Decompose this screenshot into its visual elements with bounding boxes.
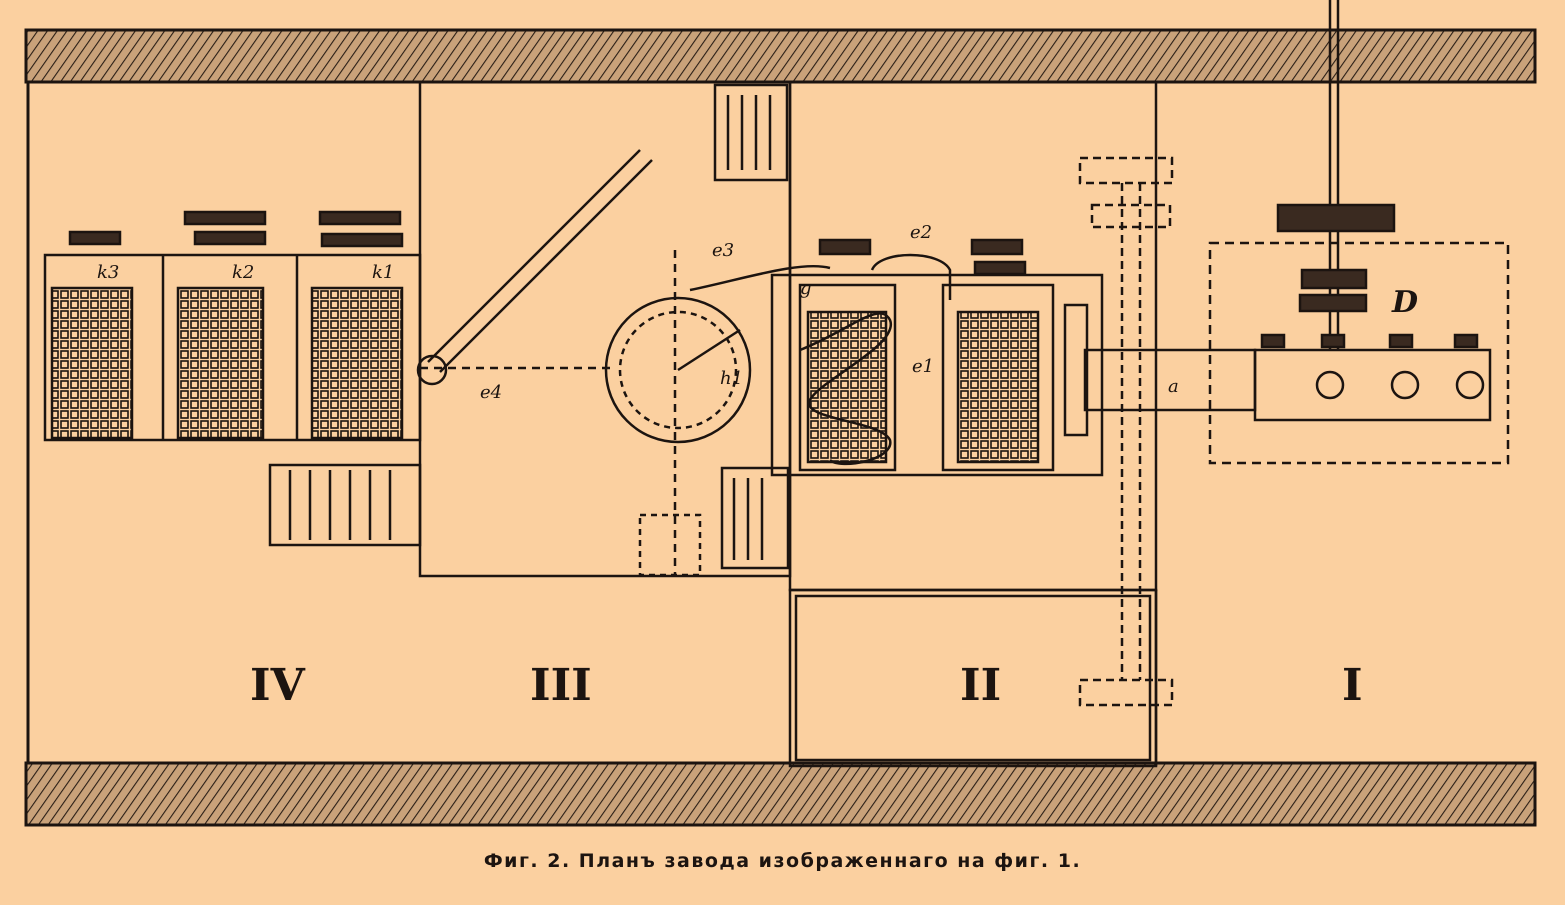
label-k1: k1 (372, 262, 394, 283)
staircase-upper (713, 83, 789, 182)
staircase-lower (720, 466, 790, 570)
room-label-iv: IV (250, 660, 306, 711)
label-d: D (1391, 285, 1418, 320)
bottom-wall (24, 761, 1537, 827)
dashed-column (1078, 156, 1174, 707)
figure-caption: Фиг. 2. Планъ завода изображеннаго на фи… (483, 850, 1082, 872)
room-label-i: I (1342, 660, 1363, 711)
top-wall (24, 28, 1537, 84)
room-label-ii: II (960, 660, 1001, 711)
label-e3: e3 (712, 240, 734, 261)
label-h1: h1 (720, 368, 743, 389)
label-a: a (1168, 376, 1179, 397)
room-ii-machinery (770, 238, 1104, 477)
label-e4: e4 (480, 382, 502, 403)
label-e2: e2 (910, 222, 932, 243)
label-k3: k3 (97, 262, 119, 283)
bench-iv (268, 463, 422, 547)
label-g: g (800, 278, 812, 299)
inclined-arm (416, 149, 653, 386)
room-iii-wheel (420, 250, 831, 577)
motor-shaft-a (1063, 303, 1492, 437)
room-iv-apparatus (43, 210, 422, 442)
label-k2: k2 (232, 262, 254, 283)
label-e1: e1 (912, 356, 934, 377)
room-label-iii: III (530, 660, 592, 711)
vertical-shaft (1276, 0, 1396, 350)
dashed-enclosure-d (1208, 241, 1510, 465)
